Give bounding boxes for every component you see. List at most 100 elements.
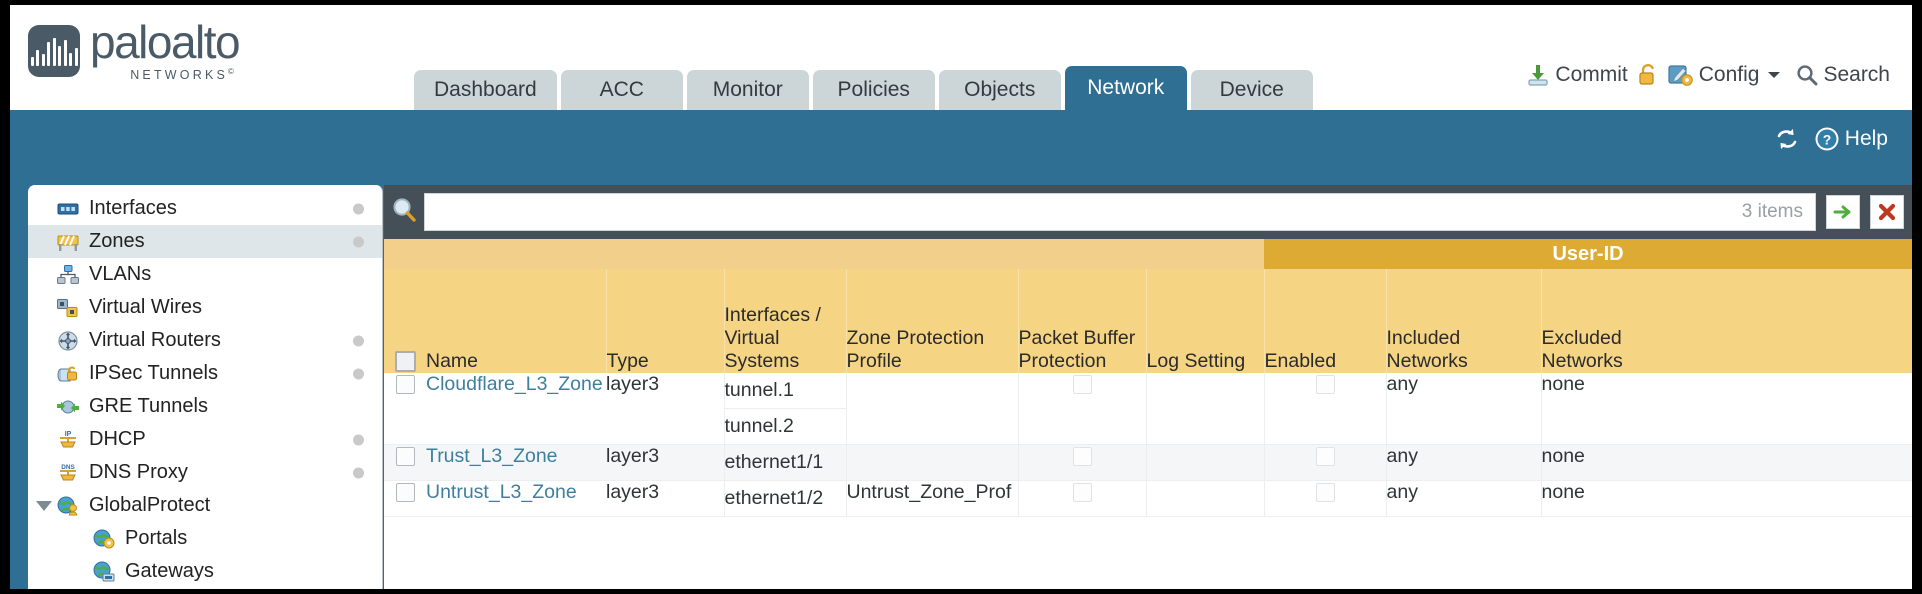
column-header-excluded-networks[interactable]: Excluded Networks [1541, 269, 1912, 373]
content-pane: 3 items [384, 185, 1912, 589]
sidebar-item-label: GRE Tunnels [89, 395, 208, 417]
tab-policies[interactable]: Policies [812, 70, 935, 110]
sidebar-item-portals[interactable]: Portals [28, 522, 382, 555]
userid-enabled-checkbox[interactable] [1315, 483, 1335, 503]
svg-text:?: ? [1823, 132, 1832, 148]
cell-packet-buffer-protection [1017, 480, 1146, 517]
status-dot [353, 368, 364, 379]
packet-buffer-checkbox[interactable] [1072, 483, 1092, 503]
sidebar-item-virtual-wires[interactable]: Virtual Wires [28, 291, 382, 324]
packet-buffer-checkbox[interactable] [1072, 375, 1092, 395]
svg-text:IP: IP [65, 431, 72, 438]
cell-included-networks: any [1385, 480, 1541, 517]
sidebar-item-dns-proxy[interactable]: DNS DNS Proxy [28, 456, 382, 489]
brand-name: paloalto [90, 16, 241, 68]
select-all-checkbox[interactable] [394, 351, 416, 373]
zones-table: User-ID Name Type [384, 239, 1912, 517]
column-header-type[interactable]: Type [606, 269, 725, 373]
help-label: Help [1844, 127, 1888, 150]
status-dot [353, 203, 364, 214]
brand-subtitle: NETWORKS© [130, 66, 238, 82]
tab-dashboard[interactable]: Dashboard [414, 70, 557, 110]
tab-acc[interactable]: ACC [560, 70, 683, 110]
sidebar-item-label: IPSec Tunnels [89, 362, 218, 384]
tab-objects[interactable]: Objects [938, 70, 1061, 110]
zone-name-link[interactable]: Untrust_L3_Zone [426, 481, 577, 503]
cell-excluded-networks: none [1540, 444, 1912, 481]
table-row[interactable]: Untrust_L3_Zone layer3 ethernet1/2 Untru… [384, 480, 1912, 517]
userid-enabled-checkbox[interactable] [1315, 447, 1335, 467]
cell-log-setting [1145, 480, 1264, 517]
column-header-name[interactable]: Name [426, 269, 607, 373]
cell-name: Trust_L3_Zone [426, 444, 606, 481]
clear-filter-button[interactable] [1870, 195, 1904, 229]
app-window: paloalto NETWORKS© Dashboard ACC Monitor… [10, 5, 1912, 589]
sidebar-item-gateways[interactable]: Gateways [28, 555, 382, 588]
column-header-included-networks[interactable]: Included Networks [1386, 269, 1542, 373]
sidebar-item-dhcp[interactable]: IP DHCP [28, 423, 382, 456]
row-checkbox[interactable] [395, 447, 415, 467]
row-select-cell [384, 373, 426, 445]
magnifier-icon[interactable] [390, 196, 420, 229]
commit-button[interactable]: Commit [1526, 63, 1628, 87]
search-button[interactable]: Search [1796, 63, 1890, 87]
padlock-icon[interactable] [1637, 63, 1659, 87]
table-row[interactable]: Trust_L3_Zone layer3 ethernet1/1 [384, 444, 1912, 481]
sidebar-item-label: DHCP [89, 428, 146, 450]
sidebar-item-gre-tunnels[interactable]: GRE Tunnels [28, 390, 382, 423]
virtual-routers-icon [56, 330, 80, 352]
zone-name-link[interactable]: Trust_L3_Zone [426, 445, 558, 467]
column-header-enabled[interactable]: Enabled [1264, 269, 1387, 373]
search-input[interactable] [425, 194, 1742, 230]
sidebar-item-ipsec-tunnels[interactable]: IPSec Tunnels [28, 357, 382, 390]
cell-log-setting [1145, 444, 1264, 481]
cell-excluded-networks: none [1540, 480, 1912, 517]
config-menu[interactable]: Config [1668, 63, 1782, 87]
zones-icon [56, 231, 80, 253]
interface-entry: tunnel.1 [724, 373, 846, 409]
tab-monitor[interactable]: Monitor [686, 70, 809, 110]
sidebar-item-zones[interactable]: Zones [28, 225, 382, 258]
sidebar-item-label: Interfaces [89, 197, 177, 219]
search-field-wrapper[interactable]: 3 items [424, 193, 1816, 231]
chevron-down-icon [1767, 70, 1781, 80]
cell-interfaces: ethernet1/2 [723, 480, 847, 517]
commit-icon [1526, 63, 1550, 87]
body-area: Interfaces Zones [10, 183, 1912, 589]
help-button[interactable]: ? Help [1814, 126, 1888, 152]
packet-buffer-checkbox[interactable] [1072, 447, 1092, 467]
table-row[interactable]: Cloudflare_L3_Zone layer3 tunnel.1 tunne… [384, 373, 1912, 445]
cell-name: Untrust_L3_Zone [426, 480, 606, 517]
refresh-icon[interactable] [1774, 127, 1800, 151]
row-checkbox[interactable] [395, 375, 415, 395]
search-label: Search [1823, 63, 1890, 86]
tab-device[interactable]: Device [1190, 70, 1313, 110]
cell-included-networks: any [1385, 373, 1541, 445]
sub-toolbar: ? Help [10, 110, 1912, 183]
userid-enabled-checkbox[interactable] [1315, 375, 1335, 395]
primary-nav-tabs: Dashboard ACC Monitor Policies Objects N… [414, 66, 1313, 110]
column-header-zone-protection-profile[interactable]: Zone Protection Profile [846, 269, 1019, 373]
sidebar-item-globalprotect[interactable]: GlobalProtect [28, 489, 382, 522]
svg-text:DNS: DNS [61, 464, 75, 471]
apply-filter-button[interactable] [1826, 195, 1860, 229]
interface-entry: tunnel.2 [724, 415, 794, 437]
chevron-down-icon[interactable] [36, 500, 52, 511]
sidebar-item-label: GlobalProtect [89, 494, 211, 516]
column-header-packet-buffer-protection[interactable]: Packet Buffer Protection [1018, 269, 1147, 373]
column-header-log-setting[interactable]: Log Setting [1146, 269, 1265, 373]
gateways-icon [92, 561, 116, 583]
column-header-interfaces[interactable]: Interfaces / Virtual Systems [724, 269, 847, 373]
sidebar-item-virtual-routers[interactable]: Virtual Routers [28, 324, 382, 357]
cell-name: Cloudflare_L3_Zone [426, 373, 606, 445]
cell-zone-protection-profile: Untrust_Zone_Prof [846, 480, 1018, 517]
group-header-empty [384, 239, 1264, 269]
row-checkbox[interactable] [395, 483, 415, 503]
tab-network[interactable]: Network [1064, 66, 1187, 110]
sidebar-item-interfaces[interactable]: Interfaces [28, 192, 382, 225]
vlans-icon [56, 264, 80, 286]
cell-type: layer3 [606, 373, 724, 445]
zone-name-link[interactable]: Cloudflare_L3_Zone [426, 373, 603, 395]
sidebar-item-vlans[interactable]: VLANs [28, 258, 382, 291]
cell-packet-buffer-protection [1017, 444, 1146, 481]
